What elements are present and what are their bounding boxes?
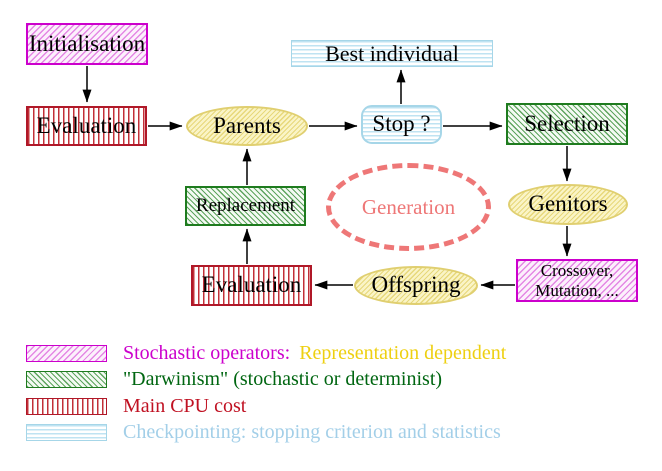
node-selection-label: Selection — [524, 110, 610, 136]
node-replacement: Replacement — [185, 186, 306, 226]
node-offspring: Offspring — [354, 266, 478, 305]
generation-loop-ellipse: Generation — [326, 163, 491, 251]
legend-label-checkpointing: Checkpointing: stopping criterion and st… — [123, 421, 501, 443]
legend-row-darwinism: "Darwinism" (stochastic or determinist) — [26, 368, 443, 390]
node-crossover-mutation-label: Crossover, Mutation, ... — [535, 261, 619, 300]
legend-swatch-cyan-stripes — [26, 424, 107, 441]
node-crossover-mutation: Crossover, Mutation, ... — [516, 259, 638, 302]
crossover-line2: Mutation, ... — [535, 280, 619, 300]
node-genitors: Genitors — [508, 184, 628, 225]
legend-label-representation-dependent: Representation dependent — [299, 342, 507, 364]
node-best-individual-label: Best individual — [325, 40, 459, 66]
legend-row-main-cpu-cost: Main CPU cost — [26, 395, 247, 417]
node-stop-label: Stop ? — [372, 111, 431, 137]
node-evaluation-top-label: Evaluation — [36, 112, 137, 138]
node-parents: Parents — [186, 106, 308, 146]
legend-swatch-red-stripes — [26, 398, 107, 415]
legend-swatch-magenta-hatch — [26, 345, 107, 362]
legend-label-stochastic-operators: Stochastic operators: — [123, 342, 291, 364]
node-offspring-label: Offspring — [371, 272, 461, 298]
legend-label-main-cpu-cost: Main CPU cost — [123, 395, 247, 417]
legend-row-checkpointing: Checkpointing: stopping criterion and st… — [26, 421, 501, 443]
legend-row-stochastic-operators: Stochastic operators: Representation dep… — [26, 342, 507, 364]
node-initialisation-label: Initialisation — [28, 30, 146, 56]
node-parents-label: Parents — [213, 112, 281, 138]
node-stop: Stop ? — [361, 105, 442, 144]
node-initialisation: Initialisation — [26, 23, 148, 65]
node-selection: Selection — [506, 103, 628, 145]
generation-label: Generation — [361, 194, 456, 219]
legend-label-darwinism: "Darwinism" (stochastic or determinist) — [123, 368, 443, 390]
node-replacement-label: Replacement — [195, 195, 296, 217]
crossover-line1: Crossover, — [540, 260, 614, 280]
node-evaluation-bottom-label: Evaluation — [201, 272, 302, 298]
node-best-individual: Best individual — [291, 40, 493, 67]
node-evaluation-bottom: Evaluation — [191, 265, 312, 306]
legend-swatch-green-hatch — [26, 371, 107, 388]
node-evaluation-top: Evaluation — [26, 106, 147, 146]
node-genitors-label: Genitors — [528, 191, 608, 217]
